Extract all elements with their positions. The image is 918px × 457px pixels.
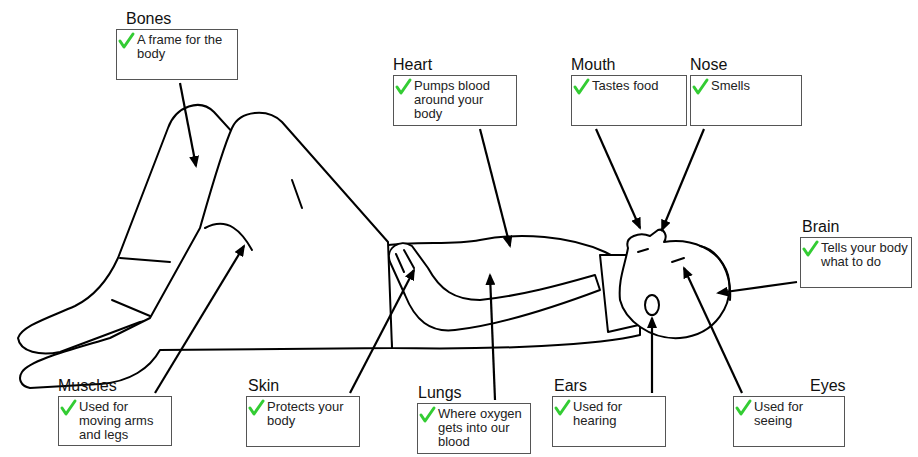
callout-box: Tells your body what to do xyxy=(800,237,912,288)
callout-box: Used for hearing xyxy=(552,396,666,447)
callout-box: A frame for the body xyxy=(116,29,238,80)
callout-text: A frame for the body xyxy=(117,30,237,64)
organ-callout: SkinProtects your body xyxy=(246,377,360,447)
callout-heading: Ears xyxy=(554,377,666,396)
organ-callout: EarsUsed for hearing xyxy=(552,377,666,447)
organ-callout: EyesUsed for seeing xyxy=(733,377,845,447)
callout-text: Used for hearing xyxy=(553,397,665,431)
callout-heading: Lungs xyxy=(418,384,531,403)
organ-callout: NoseSmells xyxy=(690,56,802,126)
organ-callout: BonesA frame for the body xyxy=(116,10,238,80)
callout-box: Protects your body xyxy=(246,396,360,447)
callout-text: Smells xyxy=(691,76,801,96)
leader-arrows xyxy=(155,83,797,400)
organ-callout: HeartPumps blood around your body xyxy=(393,56,517,126)
callout-box: Smells xyxy=(690,75,802,126)
organ-callout: MouthTastes food xyxy=(571,56,687,126)
callout-text: Tells your body what to do xyxy=(801,238,911,272)
callout-text: Used for moving arms and legs xyxy=(59,397,171,445)
callout-heading: Eyes xyxy=(810,377,845,396)
callout-box: Where oxygen gets into our blood xyxy=(417,403,531,454)
callout-box: Used for moving arms and legs xyxy=(58,396,172,446)
organ-callout: MusclesUsed for moving arms and legs xyxy=(58,377,172,446)
callout-heading: Brain xyxy=(802,218,912,237)
callout-text: Used for seeing xyxy=(734,397,844,431)
callout-box: Used for seeing xyxy=(733,396,845,447)
callout-heading: Skin xyxy=(248,377,360,396)
callout-heading: Bones xyxy=(126,10,238,29)
check-mark-group xyxy=(62,34,817,421)
organ-callout: LungsWhere oxygen gets into our blood xyxy=(417,384,531,454)
callout-text: Pumps blood around your body xyxy=(394,76,516,124)
organ-callout: BrainTells your body what to do xyxy=(800,218,912,288)
callout-heading: Nose xyxy=(690,56,802,75)
callout-box: Tastes food xyxy=(571,75,687,126)
callout-heading: Mouth xyxy=(571,56,687,75)
callout-text: Where oxygen gets into our blood xyxy=(418,404,530,452)
callout-heading: Heart xyxy=(393,56,517,75)
figure-details xyxy=(112,180,730,316)
callout-text: Tastes food xyxy=(572,76,686,96)
callout-heading: Muscles xyxy=(58,377,172,396)
callout-text: Protects your body xyxy=(247,397,359,431)
callout-box: Pumps blood around your body xyxy=(393,75,517,126)
